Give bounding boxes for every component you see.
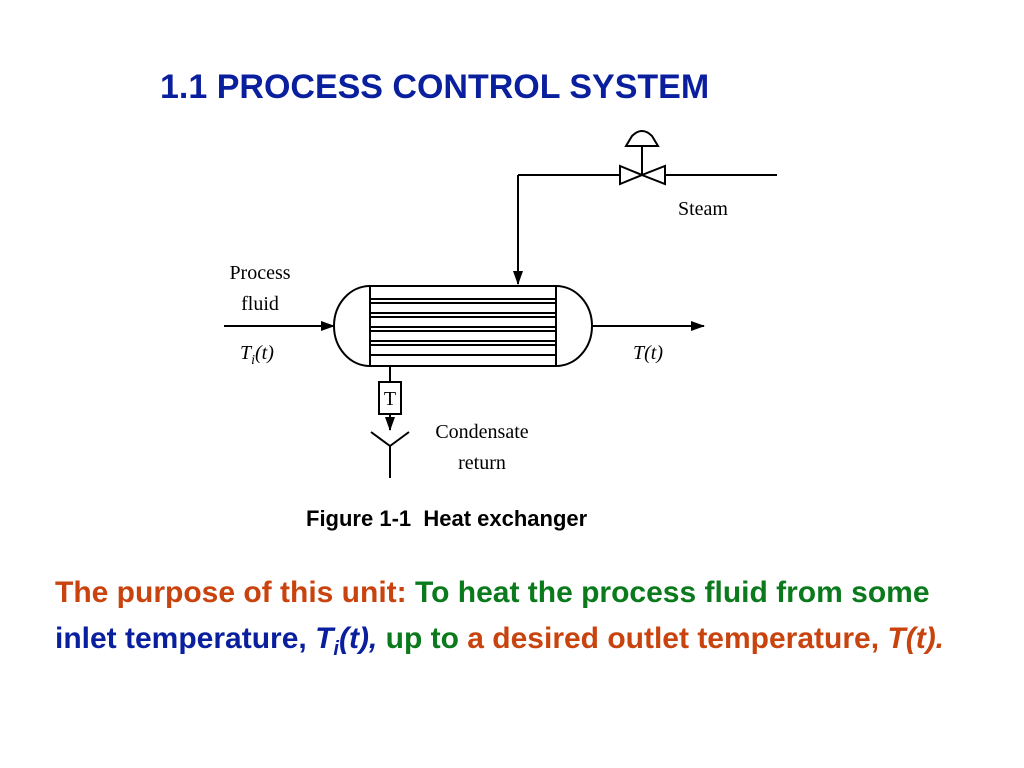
condensate-return-line (370, 431, 410, 478)
purpose-inlet-arg: (t), (338, 622, 378, 655)
purpose-part3: inlet temperature, (55, 622, 316, 655)
figure-caption: Figure 1-1 Heat exchanger (306, 506, 588, 531)
purpose-part5: up to (377, 622, 468, 655)
process-label-line2: fluid (241, 293, 279, 315)
inlet-temperature-label: Ti(t) (240, 342, 274, 368)
purpose-part2: To heat the process fluid from some (414, 576, 930, 609)
purpose-inlet-symbol: T (315, 622, 334, 655)
steam-line (513, 174, 777, 285)
steam-trap (378, 366, 402, 431)
purpose-statement: The purpose of this unit: To heat the pr… (55, 570, 975, 672)
trap-label: T (384, 388, 396, 410)
inlet-temp-arg: (t) (255, 342, 274, 364)
purpose-part7: T(t). (887, 622, 945, 655)
heat-exchanger-vessel (333, 285, 593, 367)
inlet-temp-symbol: T (240, 342, 253, 364)
condensate-label-line1: Condensate (435, 421, 528, 443)
outlet-temperature-label: T(t) (633, 342, 663, 364)
inlet-temp-subscript: i (251, 353, 255, 368)
slide-title: 1.1 PROCESS CONTROL SYSTEM (160, 68, 710, 106)
condensate-label-line2: return (458, 452, 506, 474)
process-label-line1: Process (229, 262, 290, 284)
steam-label: Steam (678, 198, 728, 220)
purpose-inlet-subscript: i (333, 638, 339, 660)
purpose-part1: The purpose of this unit: (55, 576, 415, 609)
purpose-part6: a desired outlet temperature, (467, 622, 888, 655)
control-valve (619, 130, 666, 186)
